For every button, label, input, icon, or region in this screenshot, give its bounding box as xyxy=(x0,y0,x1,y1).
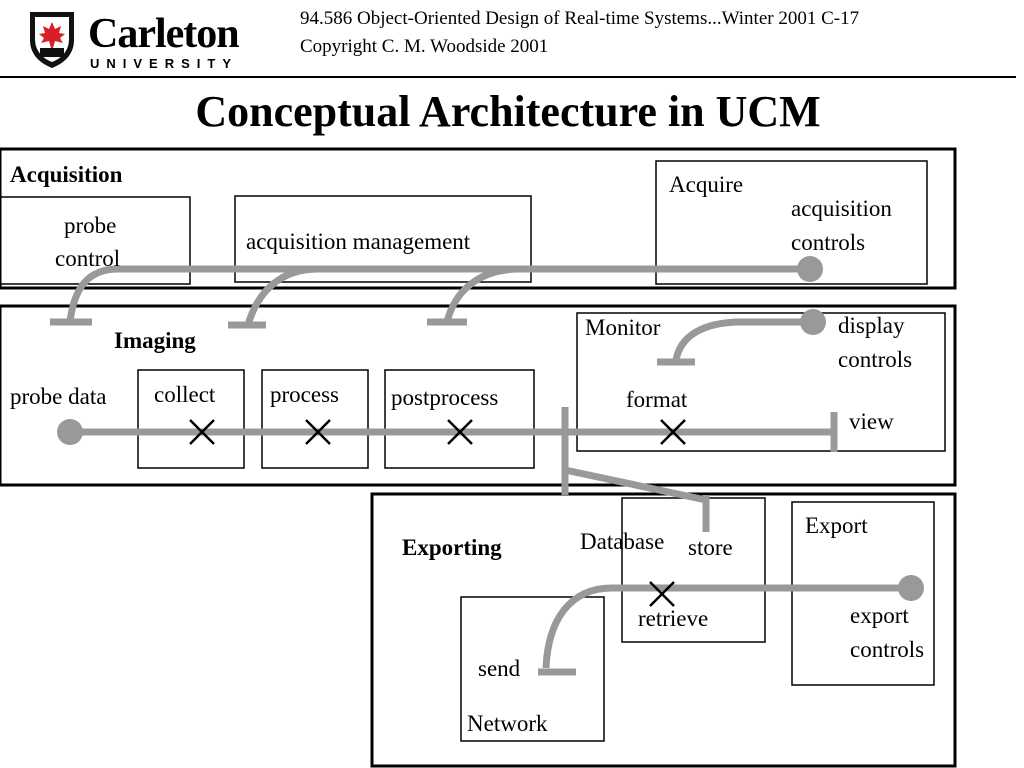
imaging-layer-box xyxy=(0,304,957,487)
acquire-label: Acquire xyxy=(669,172,744,197)
acquire-box xyxy=(655,160,928,285)
send-label: send xyxy=(478,656,521,681)
start-point-export xyxy=(898,575,924,601)
display-controls-label-2: controls xyxy=(838,347,913,372)
start-point-probe-data xyxy=(57,419,83,445)
responsibility-format xyxy=(660,419,686,445)
start-point-display xyxy=(800,309,826,335)
export-controls-label-2: controls xyxy=(850,637,925,662)
logo-wordmark: Carleton xyxy=(88,11,240,57)
acquisition-branch-3 xyxy=(443,265,521,323)
monitor-box xyxy=(576,312,946,452)
acquisition-management-label: acquisition management xyxy=(246,229,471,254)
collect-box xyxy=(137,369,245,469)
export-path xyxy=(542,584,910,669)
probe-data-label: probe data xyxy=(10,384,107,409)
responsibility-postprocess xyxy=(447,419,473,445)
acquisition-path xyxy=(66,265,808,323)
layer-acquisition-label: Acquisition xyxy=(10,162,123,187)
postprocess-label: postprocess xyxy=(391,385,499,410)
acquisition-controls-label-1: acquisition xyxy=(791,196,892,221)
monitor-label: Monitor xyxy=(585,315,661,340)
copyright-line: Copyright C. M. Woodside 2001 xyxy=(300,36,549,57)
display-path xyxy=(672,318,812,361)
crest-icon xyxy=(30,12,74,68)
acquisition-branch-2 xyxy=(244,265,319,327)
carleton-logo: Carleton UNIVERSITY xyxy=(28,10,258,71)
slide-title: Conceptual Architecture in UCM xyxy=(195,87,821,136)
database-label: Database xyxy=(580,529,665,554)
export-controls-label-1: export xyxy=(850,603,909,628)
logo-subtitle: UNIVERSITY xyxy=(90,56,239,71)
layer-exporting-label: Exporting xyxy=(402,535,502,560)
probe-control-box xyxy=(0,196,191,285)
process-box xyxy=(261,369,369,469)
network-box xyxy=(460,596,605,742)
display-controls-label-1: display xyxy=(838,313,905,338)
probe-control-label-2: control xyxy=(55,246,121,271)
course-line: 94.586 Object-Oriented Design of Real-ti… xyxy=(300,8,860,29)
responsibility-retrieve xyxy=(649,581,675,607)
start-point-acquisition xyxy=(797,256,823,282)
header-rule xyxy=(0,76,1016,78)
process-label: process xyxy=(270,382,339,407)
responsibility-collect xyxy=(189,419,215,445)
view-label: view xyxy=(849,409,894,434)
store-path xyxy=(564,466,707,504)
layer-imaging-label: Imaging xyxy=(114,328,196,353)
acquisition-management-box xyxy=(234,195,532,283)
probe-control-label-1: probe xyxy=(64,213,117,238)
retrieve-label: retrieve xyxy=(638,606,709,631)
collect-label: collect xyxy=(154,382,216,407)
responsibility-process xyxy=(305,419,331,445)
acquisition-layer-box xyxy=(0,147,957,290)
network-label: Network xyxy=(467,711,548,736)
postprocess-box xyxy=(384,369,535,469)
format-label: format xyxy=(626,387,688,412)
acquisition-controls-label-2: controls xyxy=(791,230,866,255)
store-label: store xyxy=(688,535,733,560)
export-box xyxy=(791,501,935,686)
export-label: Export xyxy=(805,513,868,538)
